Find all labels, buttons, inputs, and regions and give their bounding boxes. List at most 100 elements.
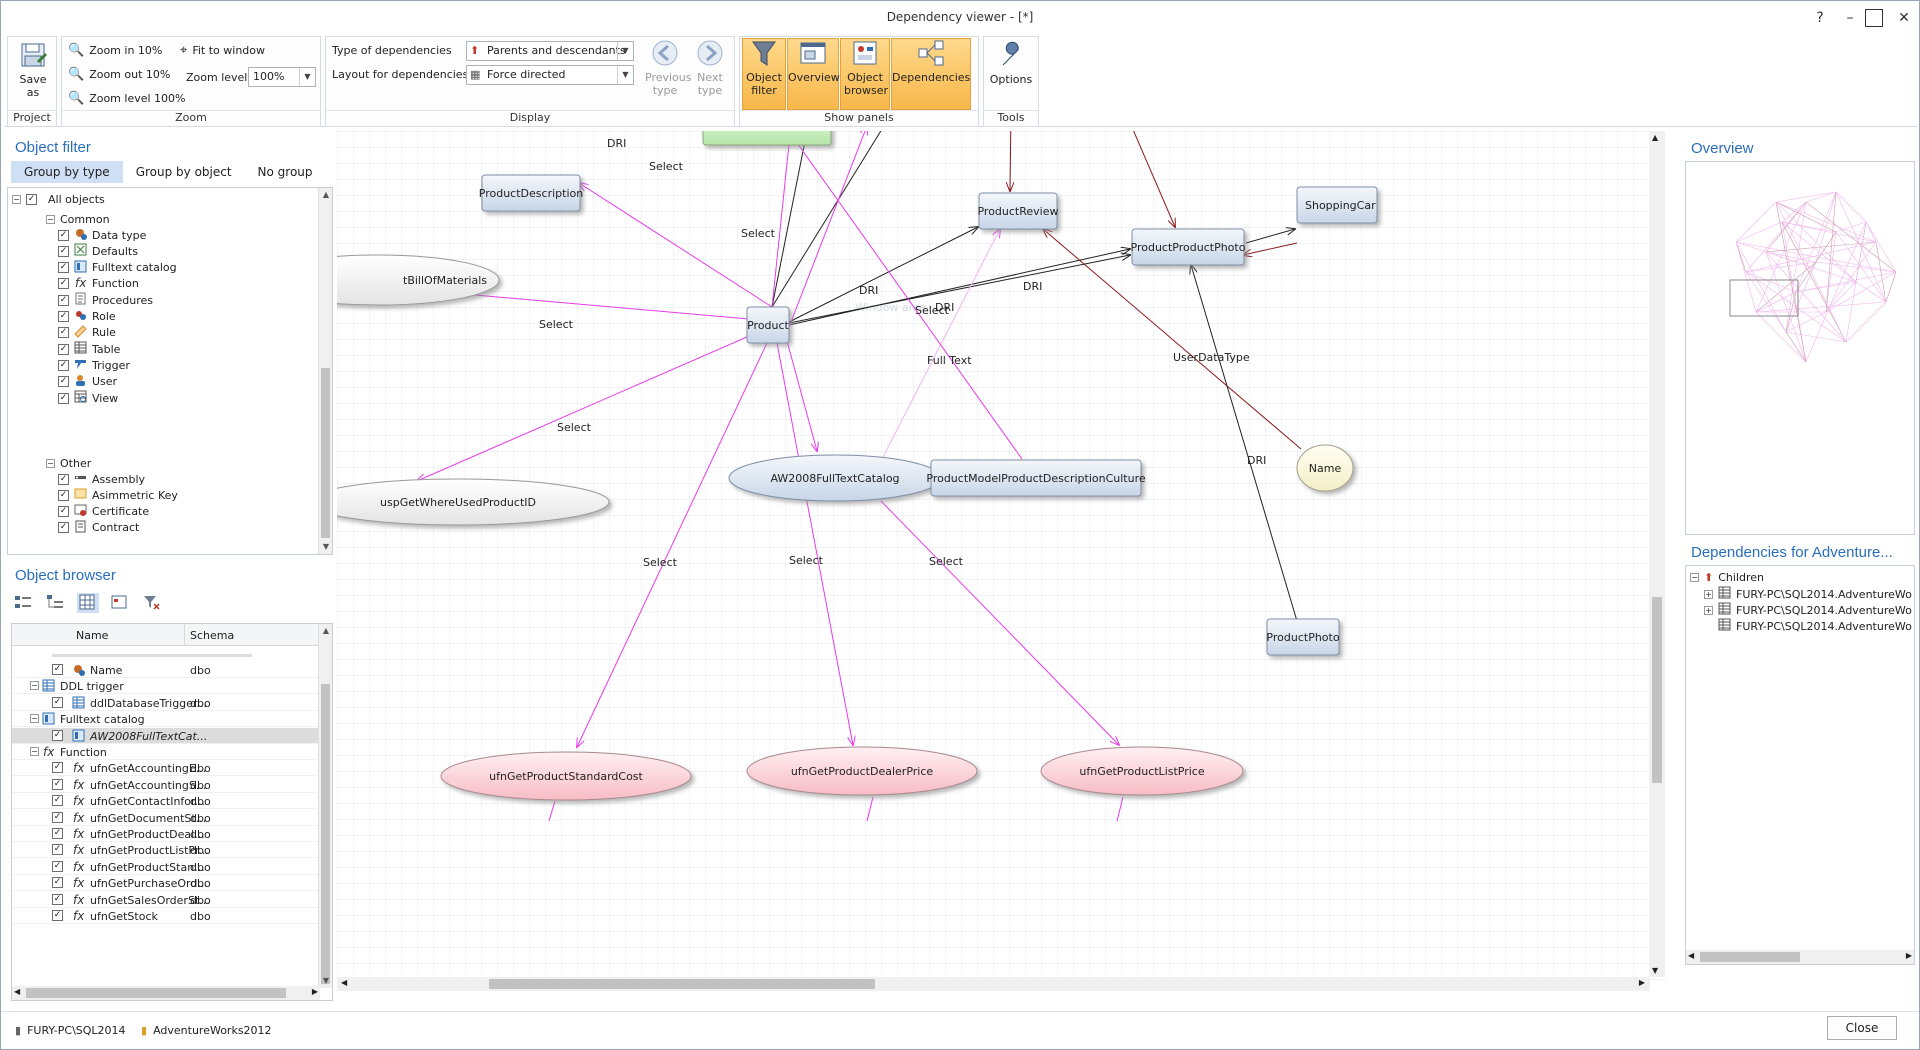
checkbox[interactable]: ✓ — [52, 893, 63, 905]
object-filter-button[interactable]: Object filter — [742, 38, 786, 110]
checkbox[interactable]: ✓ — [52, 910, 63, 921]
collapse-icon[interactable]: − — [30, 714, 39, 724]
checkbox[interactable]: ✓ — [58, 343, 69, 355]
graph-node-productdescription[interactable]: ProductDescription — [479, 174, 583, 212]
close-window-button[interactable]: ✕ — [1898, 10, 1910, 26]
object-browser-scrollbar[interactable]: ▲▼ — [318, 624, 332, 988]
help-button[interactable]: ? — [1816, 10, 1824, 26]
checkbox[interactable]: ✓ — [52, 860, 63, 872]
scroll-down-icon[interactable]: ▼ — [322, 542, 330, 551]
previous-type-button[interactable]: Previous type — [642, 39, 692, 97]
minimize-button[interactable]: – — [1846, 10, 1854, 26]
dep-item[interactable]: FURY-PC\SQL2014.AdventureWo — [1704, 617, 1912, 635]
node-shape[interactable] — [1131, 228, 1245, 266]
scroll-up-icon[interactable]: ▲ — [322, 190, 330, 199]
overview-minimap[interactable] — [1685, 161, 1915, 535]
tree-item-data-type[interactable]: ✓Data type — [58, 226, 146, 244]
collapse-icon[interactable]: − — [12, 194, 21, 204]
tree-item-defaults[interactable]: ✓Defaults — [58, 242, 138, 260]
scroll-down-icon[interactable]: ▼ — [322, 976, 330, 985]
checkbox[interactable]: ✓ — [58, 473, 69, 485]
node-shape[interactable] — [746, 746, 978, 796]
checkbox[interactable]: ✓ — [52, 729, 63, 741]
tree-item-view[interactable]: ✓View — [58, 389, 118, 407]
tree-item-procedures[interactable]: ✓Procedures — [58, 291, 153, 309]
node-shape[interactable] — [1296, 186, 1378, 224]
browser-item-row[interactable]: ✓ddlDatabaseTrigger...dbo — [12, 695, 320, 711]
checkbox[interactable]: ✓ — [58, 245, 69, 257]
node-shape[interactable] — [337, 254, 500, 306]
node-shape[interactable] — [1266, 618, 1340, 656]
grid-view-icon[interactable] — [77, 593, 99, 613]
graph-node-aw2008fulltext[interactable]: AW2008FullTextCatalog — [728, 454, 942, 502]
collapse-icon[interactable]: − — [46, 214, 55, 224]
dependencies-button[interactable]: Dependencies — [891, 38, 971, 110]
column-header-name[interactable]: Name — [76, 629, 109, 642]
graph-node-listprice[interactable]: ufnGetProductListPrice — [1040, 746, 1244, 796]
checkbox[interactable]: ✓ — [58, 522, 69, 534]
scroll-thumb[interactable] — [321, 368, 330, 538]
next-type-button[interactable]: Next type — [688, 39, 732, 97]
scroll-thumb[interactable] — [321, 684, 330, 984]
list-view-icon[interactable] — [13, 593, 35, 613]
node-shape[interactable] — [337, 478, 610, 526]
dep-item[interactable]: +FURY-PC\SQL2014.AdventureWo — [1704, 601, 1912, 619]
zoom-in-button[interactable]: 🔍Zoom in 10% — [68, 43, 162, 58]
scroll-thumb[interactable] — [26, 988, 286, 998]
graph-node-uspgetwhereused[interactable]: uspGetWhereUsedProductID — [337, 478, 610, 526]
scroll-thumb[interactable] — [489, 979, 875, 989]
tree-item-trigger[interactable]: ✓Trigger — [58, 356, 130, 374]
expand-icon[interactable]: + — [1704, 605, 1713, 615]
graph-node-product[interactable]: Product — [746, 306, 790, 344]
checkbox[interactable]: ✓ — [52, 762, 63, 774]
scroll-thumb[interactable] — [1652, 597, 1662, 783]
dep-item[interactable]: +FURY-PC\SQL2014.AdventureWo — [1704, 585, 1912, 603]
checkbox[interactable]: ✓ — [58, 327, 69, 339]
scroll-thumb[interactable] — [1700, 952, 1800, 962]
node-shape[interactable] — [481, 174, 581, 212]
checkbox[interactable]: ✓ — [52, 696, 63, 708]
layout-for-dependencies-select[interactable]: ▦Force directed▼ — [466, 65, 634, 85]
overview-button[interactable]: Overview — [787, 38, 840, 110]
tree-item-certificate[interactable]: ✓Certificate — [58, 503, 149, 521]
checkbox[interactable]: ✓ — [58, 506, 69, 518]
tree-view-icon[interactable] — [45, 593, 67, 613]
checkbox[interactable]: ✓ — [58, 489, 69, 501]
checkbox[interactable]: ✓ — [58, 294, 69, 306]
graph-node-topgreen[interactable] — [702, 131, 832, 146]
dependency-graph[interactable]: Window area ProductProductDescriptionPro… — [337, 131, 1665, 991]
tab-no-group[interactable]: No group — [257, 165, 313, 179]
collapse-icon[interactable]: − — [46, 458, 55, 468]
collapse-icon[interactable]: − — [30, 681, 39, 691]
column-header-schema[interactable]: Schema — [190, 629, 235, 642]
checkbox[interactable]: ✓ — [58, 376, 69, 388]
checkbox[interactable]: ✓ — [52, 811, 63, 823]
tree-item-rule[interactable]: ✓Rule — [58, 324, 116, 342]
browser-group-row[interactable]: −DDL trigger — [12, 678, 320, 695]
scroll-up-icon[interactable]: ▲ — [322, 626, 330, 635]
object-browser-button[interactable]: Object browser — [840, 38, 890, 110]
browser-group-row[interactable]: −Fulltext catalog — [12, 711, 320, 728]
tree-item-fulltext-catalog[interactable]: ✓Fulltext catalog — [58, 259, 177, 277]
tree-node-common[interactable]: −Common — [46, 210, 110, 228]
scroll-left-icon[interactable]: ◀ — [1688, 951, 1695, 960]
checkbox[interactable]: ✓ — [58, 278, 69, 290]
scroll-right-icon[interactable]: ▶ — [1638, 978, 1645, 987]
checkbox[interactable]: ✓ — [58, 359, 69, 371]
tree-item-role[interactable]: ✓Role — [58, 308, 116, 326]
browser-item-row[interactable]: ✓AW2008FullTextCat... — [12, 727, 320, 744]
checkbox[interactable]: ✓ — [52, 828, 63, 839]
tree-item-assembly[interactable]: ✓Assembly — [58, 470, 145, 488]
object-filter-scrollbar[interactable]: ▲▼ — [318, 188, 332, 554]
node-shape[interactable] — [1040, 746, 1244, 796]
tree-item-user[interactable]: ✓User — [58, 373, 117, 391]
checkbox[interactable]: ✓ — [52, 795, 63, 807]
